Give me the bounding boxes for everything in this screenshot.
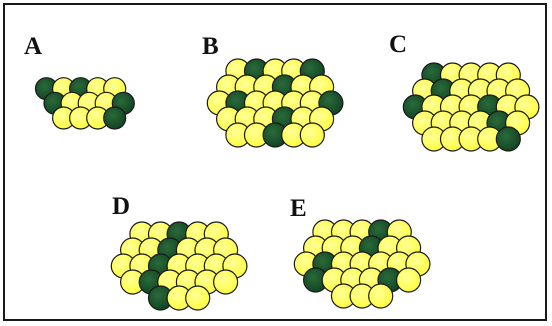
cluster-b <box>207 59 343 147</box>
dark-sphere <box>104 107 126 129</box>
yellow-sphere <box>186 286 210 310</box>
yellow-sphere <box>214 270 238 294</box>
cluster-c <box>403 63 539 151</box>
yellow-sphere <box>369 284 393 308</box>
cluster-a <box>36 78 135 129</box>
dark-sphere <box>496 127 520 151</box>
cluster-d <box>111 222 247 310</box>
yellow-sphere <box>300 123 324 147</box>
yellow-sphere <box>397 268 421 292</box>
cluster-e <box>294 220 430 308</box>
